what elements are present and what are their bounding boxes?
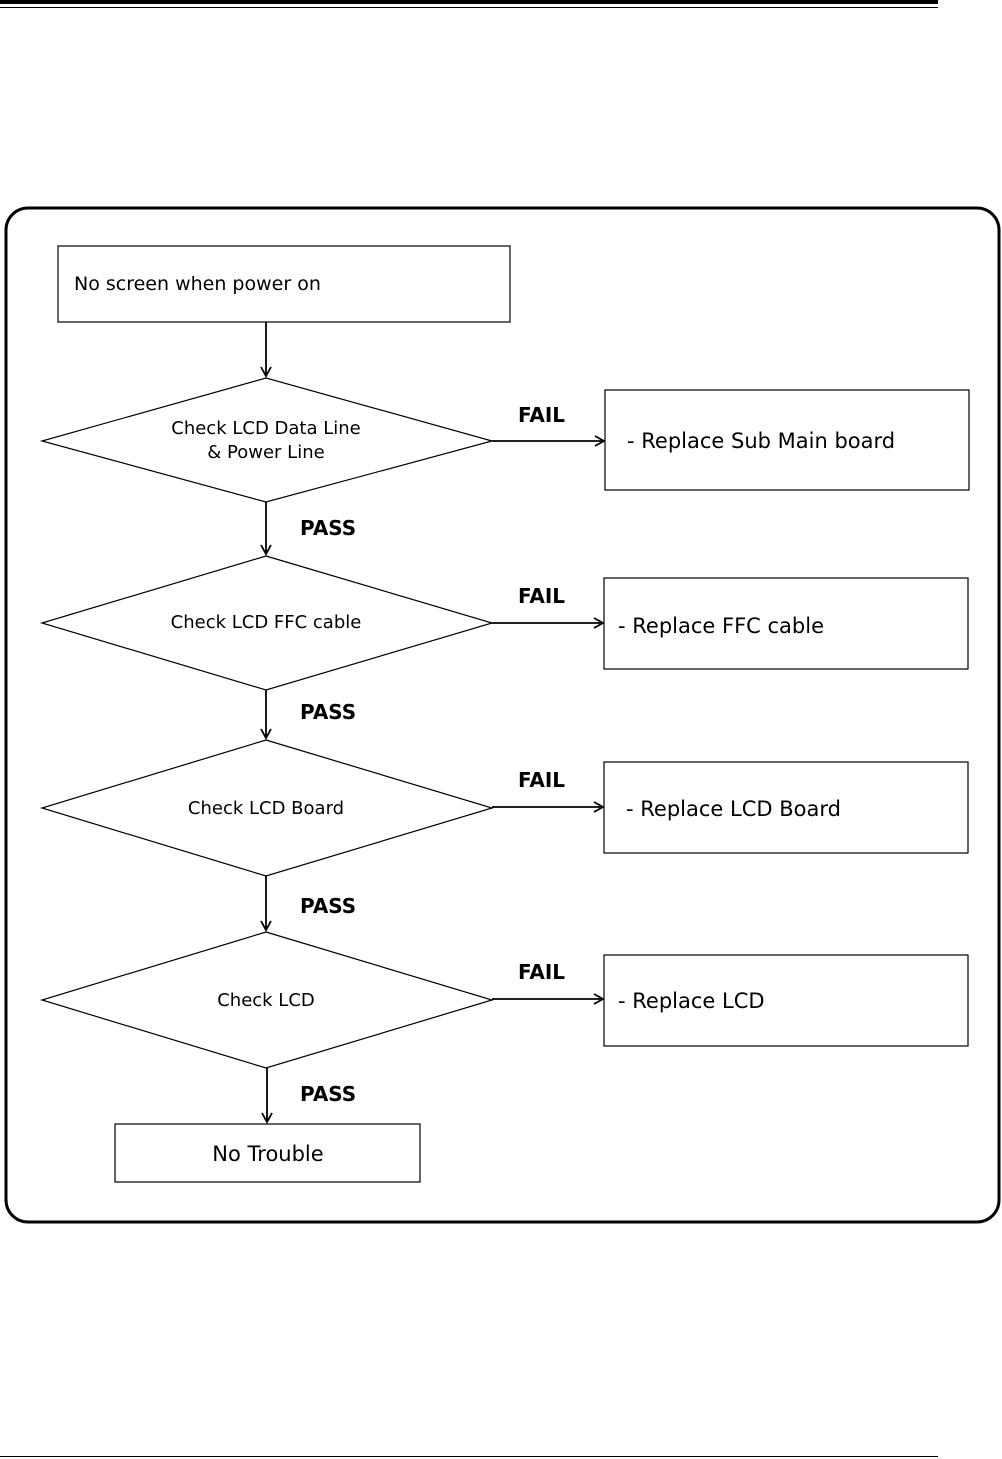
- start-node-label: No screen when power on: [74, 273, 321, 295]
- diagram-frame: [6, 208, 999, 1222]
- fix-ffc-cable-node: - Replace FFC cable: [604, 578, 968, 669]
- fix-lcd-node: - Replace LCD: [604, 955, 968, 1046]
- fail-label-check-ffc-cable: FAIL: [518, 584, 565, 608]
- decision-check-ffc-cable: Check LCD FFC cable: [42, 556, 492, 690]
- decision-check-data-line: Check LCD Data Line & Power Line: [42, 378, 492, 502]
- pass-label-check-lcd-board: PASS: [300, 894, 356, 918]
- end-node-label: No Trouble: [212, 1142, 323, 1166]
- fail-label-check-lcd-board: FAIL: [518, 768, 565, 792]
- decision-check-lcd: Check LCD: [42, 932, 492, 1068]
- pass-label-check-ffc-cable: PASS: [300, 700, 356, 724]
- pass-label-check-data-line: PASS: [300, 516, 356, 540]
- decision-check-data-line-shape: [42, 378, 492, 502]
- decision-check-lcd-board: Check LCD Board: [42, 740, 492, 876]
- fix-lcd-board-node: - Replace LCD Board: [604, 762, 968, 853]
- fix-ffc-cable-label: - Replace FFC cable: [618, 614, 824, 638]
- decision-check-ffc-cable-label: Check LCD FFC cable: [171, 612, 362, 633]
- fix-sub-main-board-label: - Replace Sub Main board: [627, 429, 895, 453]
- decision-check-lcd-label: Check LCD: [217, 990, 315, 1011]
- fix-lcd-label: - Replace LCD: [618, 989, 765, 1013]
- fix-lcd-board-label: - Replace LCD Board: [626, 797, 841, 821]
- fail-label-check-lcd: FAIL: [518, 960, 565, 984]
- decision-check-data-line-label-2: & Power Line: [207, 442, 324, 463]
- fail-label-check-data-line: FAIL: [518, 403, 565, 427]
- decision-check-lcd-board-label: Check LCD Board: [188, 798, 344, 819]
- footer-rule: [0, 1456, 938, 1457]
- end-node: No Trouble: [115, 1124, 420, 1182]
- start-node: No screen when power on: [58, 246, 510, 322]
- pass-label-check-lcd: PASS: [300, 1082, 356, 1106]
- fix-sub-main-board-node: - Replace Sub Main board: [605, 390, 969, 490]
- decision-check-data-line-label-1: Check LCD Data Line: [171, 418, 360, 439]
